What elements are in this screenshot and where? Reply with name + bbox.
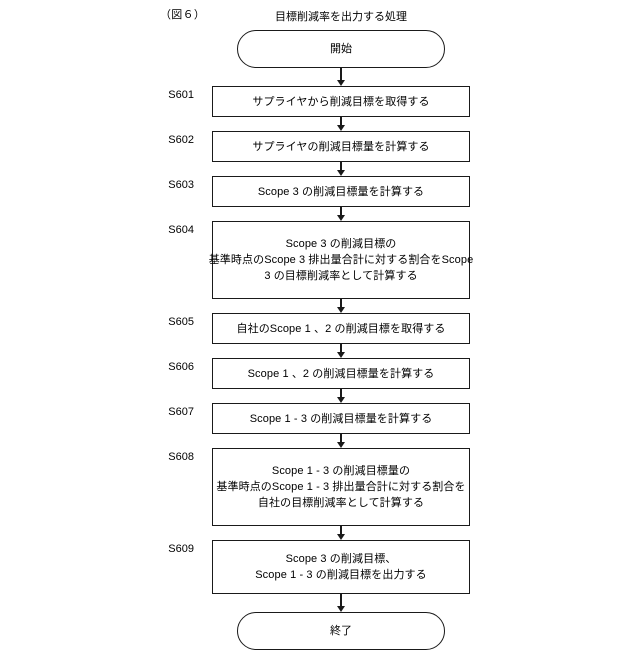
connector-stem — [340, 389, 342, 399]
step-id-label: S609 — [168, 543, 194, 555]
connector-arrow — [212, 68, 470, 86]
flow-node-process: Scope 1 - 3 の削減目標量を計算する — [212, 403, 470, 434]
flow-node-process: Scope 1 - 3 の削減目標量の 基準時点のScope 1 - 3 排出量… — [212, 448, 470, 526]
flow-step-row: S608 Scope 1 - 3 の削減目標量の 基準時点のScope 1 - … — [168, 448, 470, 526]
process-text-line: Scope 3 の削減目標、 — [285, 553, 397, 565]
figure-number-label: （図６） — [160, 9, 206, 21]
connector-stem — [340, 434, 342, 444]
step-id-label: S602 — [168, 134, 194, 146]
connector-stem — [340, 299, 342, 309]
connector-arrow — [212, 526, 470, 540]
connector-stem — [340, 526, 342, 536]
arrowhead-icon — [337, 534, 345, 540]
process-text-line: サプライヤから削減目標を取得する — [252, 95, 430, 108]
diagram-title: 目標削減率を出力する処理 — [275, 11, 407, 23]
process-text-line: 基準時点のScope 1 - 3 排出量合計に対する割合を — [216, 481, 466, 493]
process-text-line: サプライヤの削減目標量を計算する — [252, 140, 430, 153]
flow-step-row: S606 Scope 1 、2 の削減目標量を計算する — [168, 358, 470, 389]
connector-arrow — [212, 299, 470, 313]
step-id-label: S606 — [168, 361, 194, 373]
connector-arrow — [212, 207, 470, 221]
process-text-line: Scope 1 - 3 の削減目標を出力する — [255, 569, 427, 581]
arrowhead-icon — [337, 606, 345, 612]
connector-arrow — [212, 162, 470, 176]
flow-step-row: S602 サプライヤの削減目標量を計算する — [168, 131, 470, 162]
step-id-label: S604 — [168, 224, 194, 236]
end-node-label: 終了 — [330, 625, 352, 637]
flow-node-end: 終了 — [237, 612, 445, 650]
step-id-label: S608 — [168, 451, 194, 463]
flow-node-process: Scope 1 、2 の削減目標量を計算する — [212, 358, 470, 389]
flow-node-process: サプライヤから削減目標を取得する — [212, 86, 470, 117]
flow-step-row: S607 Scope 1 - 3 の削減目標量を計算する — [168, 403, 470, 434]
flow-node-process: サプライヤの削減目標量を計算する — [212, 131, 470, 162]
connector-arrow — [212, 434, 470, 448]
arrowhead-icon — [337, 397, 345, 403]
connector-stem — [340, 344, 342, 354]
process-text-line: Scope 3 の削減目標量を計算する — [257, 185, 425, 198]
flow-node-start: 開始 — [237, 30, 445, 68]
flow-step-row: S601 サプライヤから削減目標を取得する — [168, 86, 470, 117]
arrowhead-icon — [337, 215, 345, 221]
connector-stem — [340, 207, 342, 217]
flow-step-row: S604 Scope 3 の削減目標の 基準時点のScope 3 排出量合計に対… — [168, 221, 473, 299]
arrowhead-icon — [337, 80, 345, 86]
connector-arrow — [212, 389, 470, 403]
process-text-line: 基準時点のScope 3 排出量合計に対する割合をScope — [208, 254, 474, 266]
flowchart: 開始 S601 サプライヤから削減目標を取得する S602 サプライヤの削減目標… — [168, 30, 473, 650]
arrowhead-icon — [337, 170, 345, 176]
connector-stem — [340, 162, 342, 172]
arrowhead-icon — [337, 352, 345, 358]
connector-arrow — [212, 344, 470, 358]
step-id-label: S605 — [168, 316, 194, 328]
flow-step-row: S603 Scope 3 の削減目標量を計算する — [168, 176, 470, 207]
flow-node-process: 自社のScope 1 、2 の削減目標を取得する — [212, 313, 470, 344]
arrowhead-icon — [337, 442, 345, 448]
process-text-line: Scope 1 - 3 の削減目標量の — [271, 465, 411, 477]
flow-step-row: S609 Scope 3 の削減目標、 Scope 1 - 3 の削減目標を出力… — [168, 540, 470, 594]
step-id-label: S601 — [168, 89, 194, 101]
flow-node-process: Scope 3 の削減目標の 基準時点のScope 3 排出量合計に対する割合を… — [209, 221, 473, 299]
process-text-line: Scope 1 - 3 の削減目標量を計算する — [249, 412, 433, 425]
flow-node-process: Scope 3 の削減目標、 Scope 1 - 3 の削減目標を出力する — [212, 540, 470, 594]
connector-stem — [340, 117, 342, 127]
process-text-line: Scope 1 、2 の削減目標量を計算する — [247, 367, 435, 380]
connector-arrow — [212, 117, 470, 131]
process-text-line: 自社のScope 1 、2 の削減目標を取得する — [236, 322, 446, 335]
process-text-line: Scope 3 の削減目標の — [285, 238, 397, 250]
connector-stem — [340, 68, 342, 82]
arrowhead-icon — [337, 125, 345, 131]
process-text-line: 3 の目標削減率として計算する — [264, 270, 418, 282]
process-text-line: 自社の目標削減率として計算する — [257, 497, 425, 509]
arrowhead-icon — [337, 307, 345, 313]
step-id-label: S607 — [168, 406, 194, 418]
flow-step-row: S605 自社のScope 1 、2 の削減目標を取得する — [168, 313, 470, 344]
connector-arrow — [212, 594, 470, 612]
connector-stem — [340, 594, 342, 608]
step-id-label: S603 — [168, 179, 194, 191]
flow-node-process: Scope 3 の削減目標量を計算する — [212, 176, 470, 207]
start-node-label: 開始 — [330, 43, 352, 55]
